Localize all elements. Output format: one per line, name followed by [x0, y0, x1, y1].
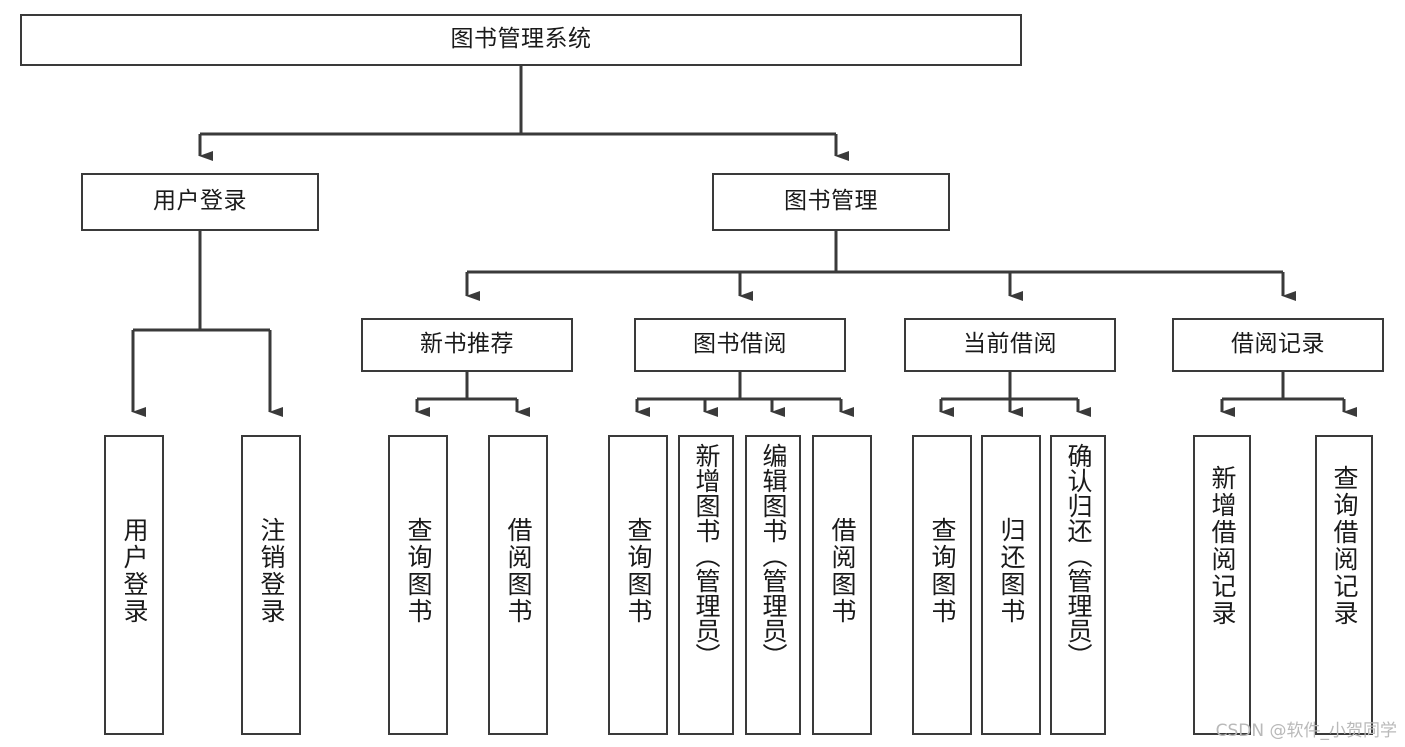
- node-book-manage[interactable]: 图书管理: [712, 173, 950, 231]
- node-new-book-rec[interactable]: 新书推荐: [361, 318, 573, 372]
- node-borrow-record[interactable]: 借阅记录: [1172, 318, 1384, 372]
- node-leaf-user-login-label: 用户登录: [120, 517, 149, 625]
- node-leaf-add-book[interactable]: 新增图书（管理员）: [678, 435, 734, 735]
- node-leaf-borrow-book-2[interactable]: 借阅图书: [812, 435, 872, 735]
- node-leaf-return-book[interactable]: 归还图书: [981, 435, 1041, 735]
- node-leaf-confirm-return-label: 确认归还（管理员）: [1064, 443, 1093, 668]
- node-root-label: 图书管理系统: [450, 26, 592, 53]
- node-leaf-add-book-label: 新增图书（管理员）: [692, 443, 721, 668]
- node-leaf-query-book-2-label: 查询图书: [624, 517, 653, 625]
- node-user-login-label: 用户登录: [153, 188, 247, 215]
- node-current-borrow-label: 当前借阅: [963, 331, 1057, 358]
- node-leaf-query-book-3-label: 查询图书: [928, 517, 957, 625]
- node-leaf-return-book-label: 归还图书: [997, 517, 1026, 625]
- node-new-book-rec-label: 新书推荐: [420, 331, 514, 358]
- node-book-borrow[interactable]: 图书借阅: [634, 318, 846, 372]
- node-leaf-confirm-return[interactable]: 确认归还（管理员）: [1050, 435, 1106, 735]
- node-leaf-add-record[interactable]: 新增借阅记录: [1193, 435, 1251, 735]
- node-leaf-logout-label: 注销登录: [257, 517, 286, 625]
- csdn-watermark: CSDN @软件_小贺同学: [1215, 721, 1397, 741]
- node-borrow-record-label: 借阅记录: [1231, 331, 1325, 358]
- node-leaf-query-book-2[interactable]: 查询图书: [608, 435, 668, 735]
- node-leaf-query-book-1[interactable]: 查询图书: [388, 435, 448, 735]
- node-leaf-borrow-book-1[interactable]: 借阅图书: [488, 435, 548, 735]
- node-user-login[interactable]: 用户登录: [81, 173, 319, 231]
- node-book-manage-label: 图书管理: [784, 188, 878, 215]
- node-current-borrow[interactable]: 当前借阅: [904, 318, 1116, 372]
- node-leaf-logout[interactable]: 注销登录: [241, 435, 301, 735]
- node-leaf-edit-book[interactable]: 编辑图书（管理员）: [745, 435, 801, 735]
- node-leaf-add-record-label: 新增借阅记录: [1208, 465, 1237, 627]
- node-leaf-borrow-book-1-label: 借阅图书: [504, 517, 533, 625]
- node-leaf-query-record-label: 查询借阅记录: [1330, 465, 1359, 627]
- node-book-borrow-label: 图书借阅: [693, 331, 787, 358]
- node-leaf-query-book-1-label: 查询图书: [404, 517, 433, 625]
- node-root[interactable]: 图书管理系统: [20, 14, 1022, 66]
- node-leaf-query-record[interactable]: 查询借阅记录: [1315, 435, 1373, 735]
- node-leaf-edit-book-label: 编辑图书（管理员）: [759, 443, 788, 668]
- node-leaf-query-book-3[interactable]: 查询图书: [912, 435, 972, 735]
- node-leaf-borrow-book-2-label: 借阅图书: [828, 517, 857, 625]
- node-leaf-user-login[interactable]: 用户登录: [104, 435, 164, 735]
